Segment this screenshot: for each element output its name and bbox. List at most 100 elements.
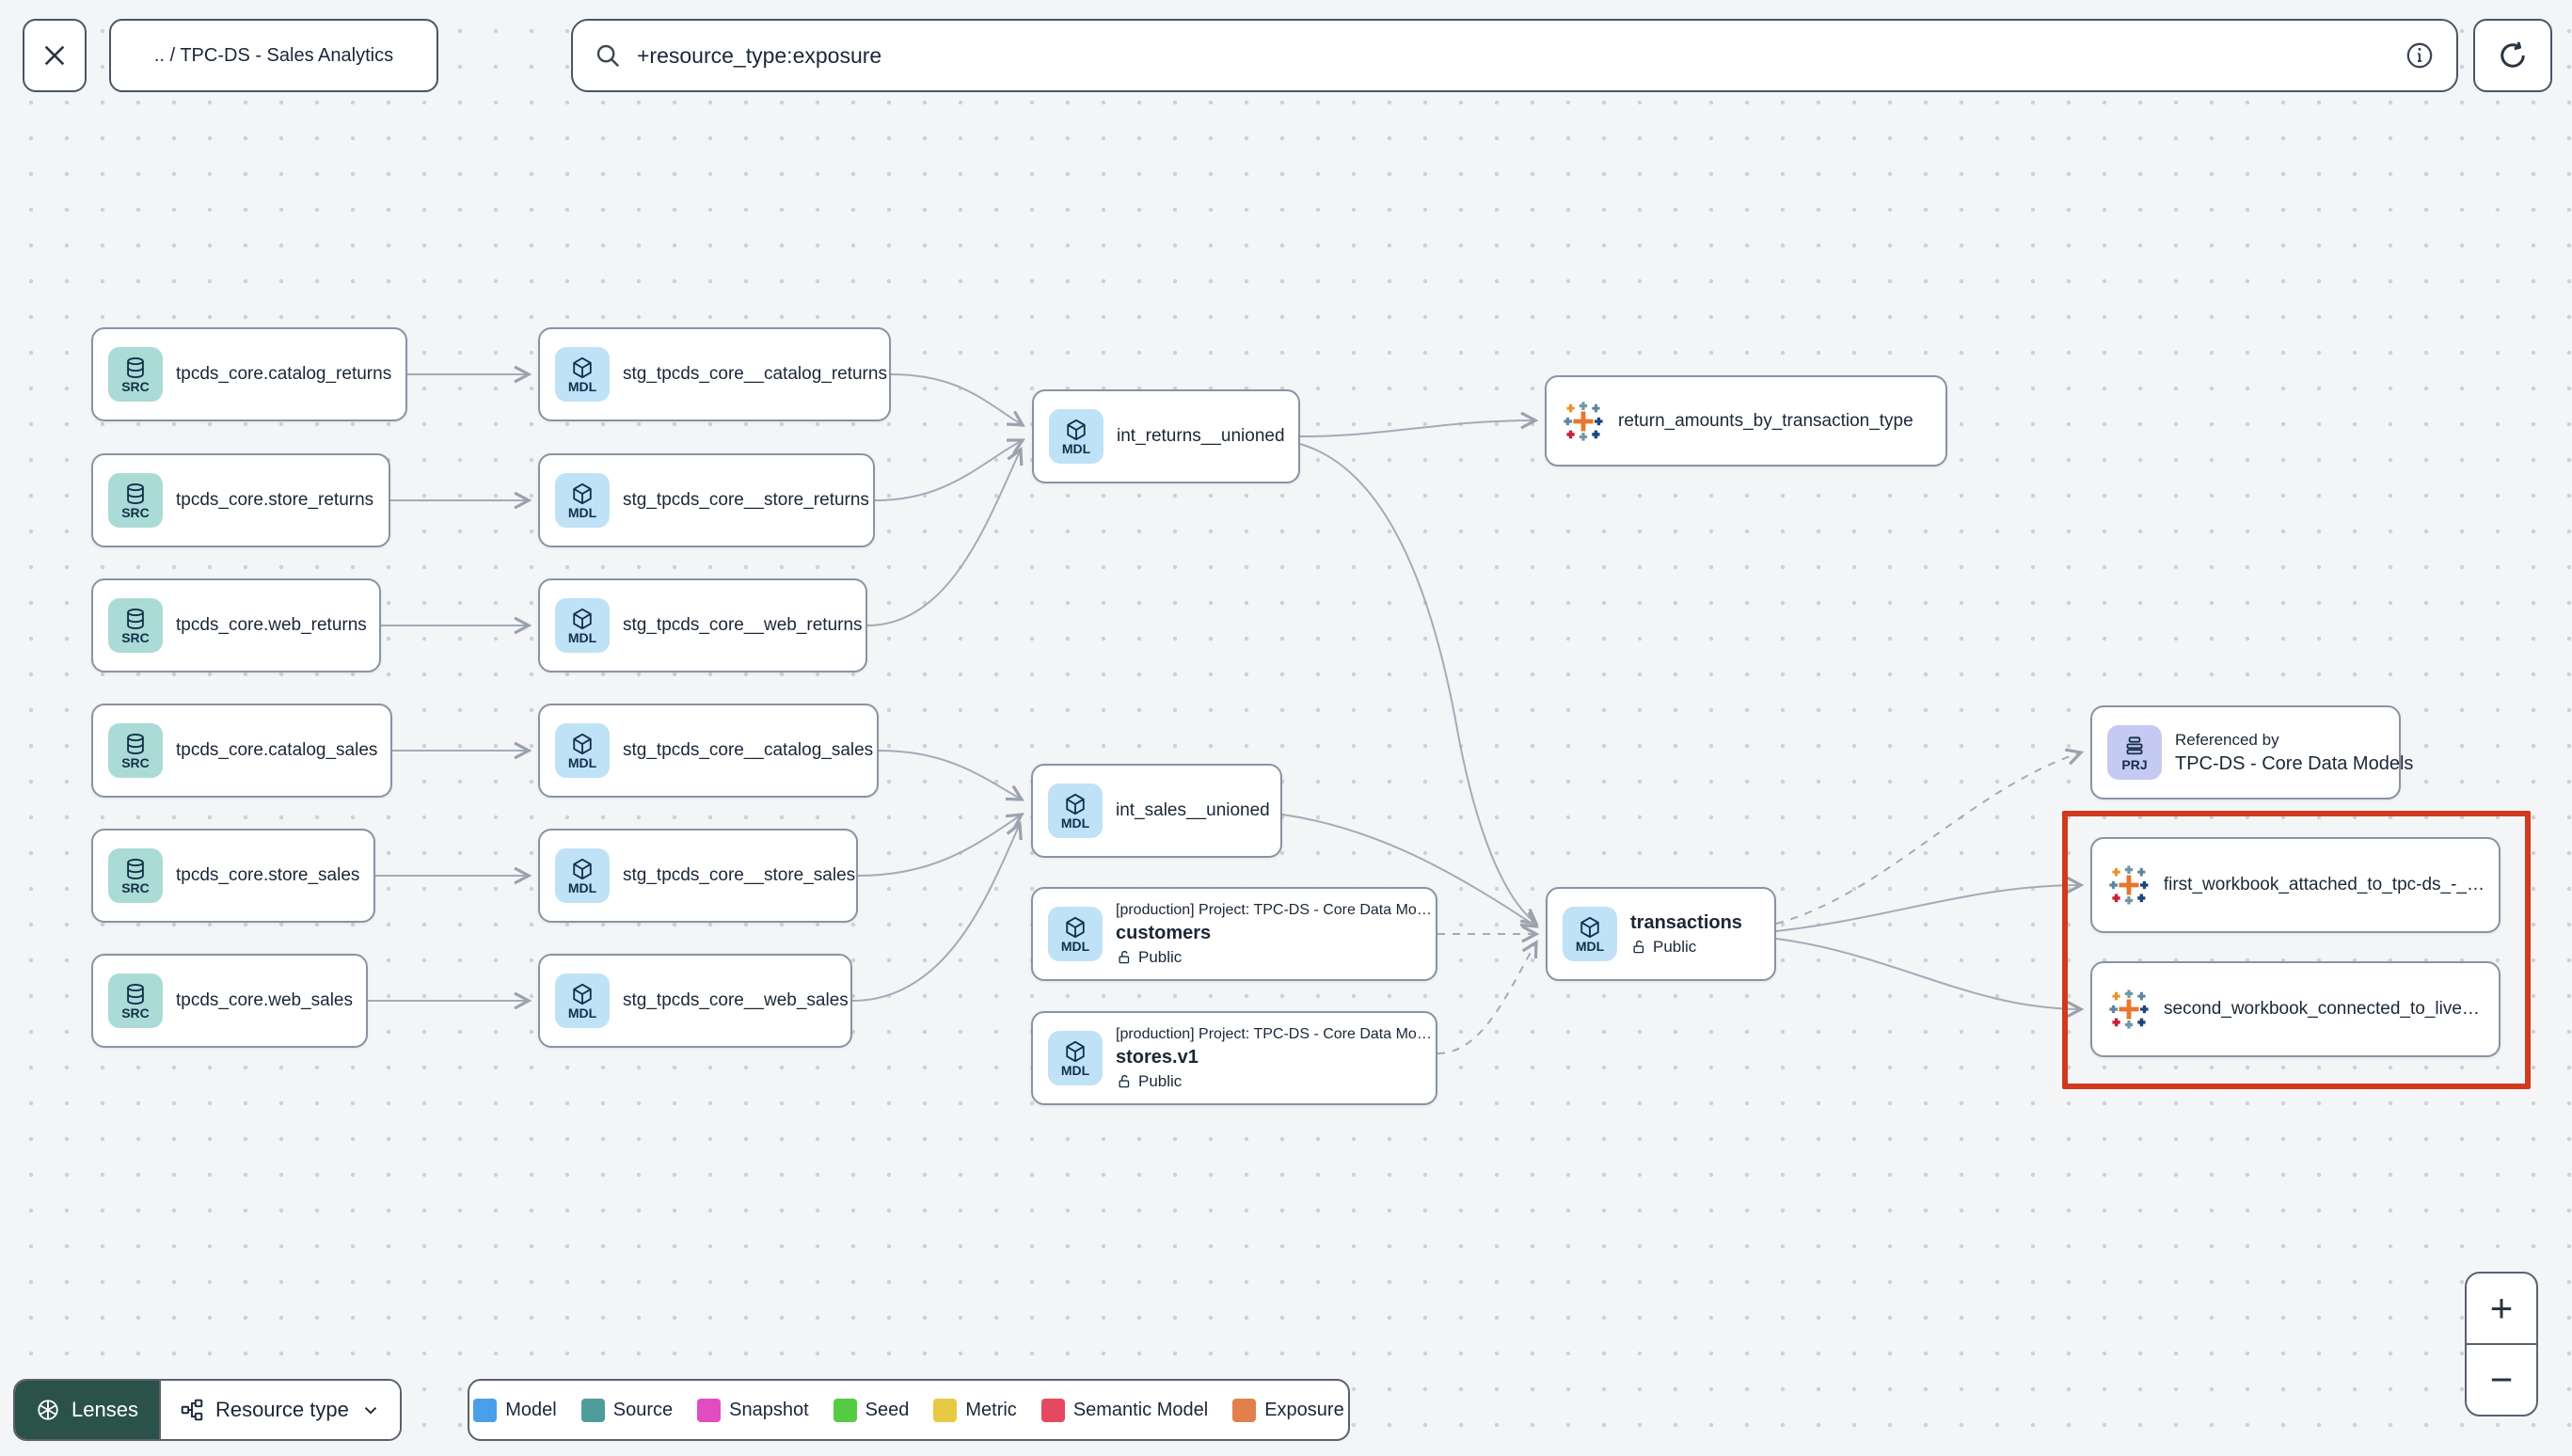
node-label: first_workbook_attached_to_tpc-ds_-_… (2163, 875, 2484, 894)
tableau-icon (1562, 400, 1605, 443)
node-first-workbook[interactable]: first_workbook_attached_to_tpc-ds_-_… (2090, 837, 2501, 933)
legend-item-snapshot: Snapshot (697, 1398, 809, 1422)
node-tpcds-core-catalog-returns[interactable]: SRC tpcds_core.catalog_returns (91, 327, 407, 421)
cube-icon (570, 607, 595, 631)
node-return-amounts-by-transaction-type[interactable]: return_amounts_by_transaction_type (1545, 375, 1947, 467)
cube-icon (1063, 792, 1088, 816)
close-button[interactable] (23, 19, 87, 92)
database-icon (123, 982, 148, 1006)
breadcrumb-label: .. / TPC-DS - Sales Analytics (153, 44, 394, 66)
cube-icon (570, 482, 595, 506)
project-line: [production] Project: TPC-DS - Core Data… (1116, 901, 1432, 918)
seed-color-chip (833, 1398, 857, 1422)
node-label: tpcds_core.catalog_sales (176, 740, 378, 760)
node-int-sales-unioned[interactable]: MDL int_sales__unioned (1031, 764, 1282, 858)
source-badge: SRC (108, 973, 163, 1028)
cube-icon (570, 857, 595, 881)
node-referenced-by-tpcds-core-data-models[interactable]: PRJ Referenced by TPC-DS - Core Data Mod… (2090, 705, 2414, 799)
model-badge: MDL (555, 473, 610, 528)
close-icon (44, 45, 65, 66)
node-int-returns-unioned[interactable]: MDL int_returns__unioned (1032, 389, 1300, 483)
node-label: tpcds_core.web_sales (176, 990, 353, 1010)
source-badge: SRC (108, 598, 163, 653)
refresh-icon (2501, 41, 2525, 68)
model-badge: MDL (1048, 783, 1103, 838)
lenses-control: Lenses Resource type (13, 1379, 402, 1441)
breadcrumb[interactable]: .. / TPC-DS - Sales Analytics (109, 19, 438, 92)
model-badge: MDL (1048, 907, 1103, 961)
cube-icon (1063, 1039, 1088, 1064)
node-label: stg_tpcds_core__web_returns (623, 615, 863, 635)
chevron-down-icon (364, 1407, 376, 1415)
source-badge: SRC (108, 473, 163, 528)
node-label: tpcds_core.store_sales (176, 865, 360, 885)
cube-icon (1064, 418, 1088, 442)
unlock-icon (1630, 939, 1647, 956)
legend-item-semantic-model: Semantic Model (1040, 1398, 1208, 1422)
legend-item-source: Source (580, 1398, 673, 1422)
model-badge: MDL (555, 347, 610, 402)
node-tpcds-core-web-returns[interactable]: SRC tpcds_core.web_returns (91, 578, 381, 673)
cube-icon (1063, 915, 1088, 940)
hierarchy-icon (180, 1398, 204, 1422)
node-label: return_amounts_by_transaction_type (1618, 410, 1913, 431)
node-tpcds-core-store-returns[interactable]: SRC tpcds_core.store_returns (91, 453, 390, 547)
database-icon (123, 607, 148, 631)
model-badge: MDL (555, 973, 610, 1028)
node-label: tpcds_core.catalog_returns (176, 364, 392, 384)
node-tpcds-core-store-sales[interactable]: SRC tpcds_core.store_sales (91, 829, 375, 923)
legend-item-metric: Metric (933, 1398, 1017, 1422)
project-line: [production] Project: TPC-DS - Core Data… (1116, 1025, 1432, 1042)
legend-item-model: Model (473, 1398, 557, 1422)
referenced-by-label: Referenced by (2175, 730, 2279, 749)
node-stg-store-returns[interactable]: MDL stg_tpcds_core__store_returns (538, 453, 875, 547)
database-icon (123, 857, 148, 881)
info-icon[interactable] (2404, 40, 2436, 71)
node-stg-web-returns[interactable]: MDL stg_tpcds_core__web_returns (538, 578, 867, 673)
node-label: tpcds_core.store_returns (176, 490, 374, 510)
node-label: stores.v1 (1116, 1046, 1199, 1068)
model-color-chip (473, 1398, 498, 1422)
model-badge: MDL (555, 848, 610, 903)
aperture-icon (36, 1398, 60, 1422)
stack-icon (2122, 734, 2147, 758)
source-badge: SRC (108, 723, 163, 778)
model-badge: MDL (1048, 1031, 1103, 1085)
tableau-icon (2107, 863, 2151, 907)
lenses-button[interactable]: Lenses (15, 1381, 159, 1439)
node-stg-catalog-sales[interactable]: MDL stg_tpcds_core__catalog_sales (538, 704, 879, 798)
source-badge: SRC (108, 347, 163, 402)
node-tpcds-core-catalog-sales[interactable]: SRC tpcds_core.catalog_sales (91, 704, 392, 798)
node-label: stg_tpcds_core__catalog_sales (623, 740, 874, 760)
search-icon (596, 44, 620, 68)
minus-icon: − (2489, 1357, 2514, 1401)
visibility-label: Public (1653, 937, 1697, 956)
node-stores-v1[interactable]: MDL [production] Project: TPC-DS - Core … (1031, 1011, 1437, 1105)
resource-type-label: Resource type (214, 1398, 349, 1421)
node-label: TPC-DS - Core Data Models (2175, 752, 2414, 774)
database-icon (123, 482, 148, 506)
node-second-workbook[interactable]: second_workbook_connected_to_live… (2090, 961, 2501, 1057)
node-stg-store-sales[interactable]: MDL stg_tpcds_core__store_sales (538, 829, 858, 923)
legend: Model Source Snapshot Seed Metric Semant… (468, 1379, 1350, 1441)
resource-type-dropdown[interactable]: Resource type (158, 1381, 400, 1439)
node-label: int_returns__unioned (1117, 426, 1285, 446)
semantic-model-color-chip (1040, 1398, 1065, 1422)
node-label: tpcds_core.web_returns (176, 615, 367, 635)
unlock-icon (1116, 949, 1133, 966)
node-tpcds-core-web-sales[interactable]: SRC tpcds_core.web_sales (91, 954, 368, 1048)
search-bar (571, 19, 2458, 92)
zoom-out-button[interactable]: − (2467, 1345, 2536, 1415)
visibility-label: Public (1138, 1071, 1183, 1090)
refresh-button[interactable] (2473, 19, 2552, 92)
zoom-in-button[interactable]: + (2467, 1274, 2536, 1345)
search-input[interactable] (635, 41, 2390, 70)
node-transactions[interactable]: MDL transactions Public (1546, 887, 1776, 981)
node-customers[interactable]: MDL [production] Project: TPC-DS - Core … (1031, 887, 1437, 981)
source-color-chip (580, 1398, 605, 1422)
model-badge: MDL (1563, 907, 1617, 961)
node-stg-web-sales[interactable]: MDL stg_tpcds_core__web_sales (538, 954, 852, 1048)
node-stg-catalog-returns[interactable]: MDL stg_tpcds_core__catalog_returns (538, 327, 891, 421)
source-badge: SRC (108, 848, 163, 903)
